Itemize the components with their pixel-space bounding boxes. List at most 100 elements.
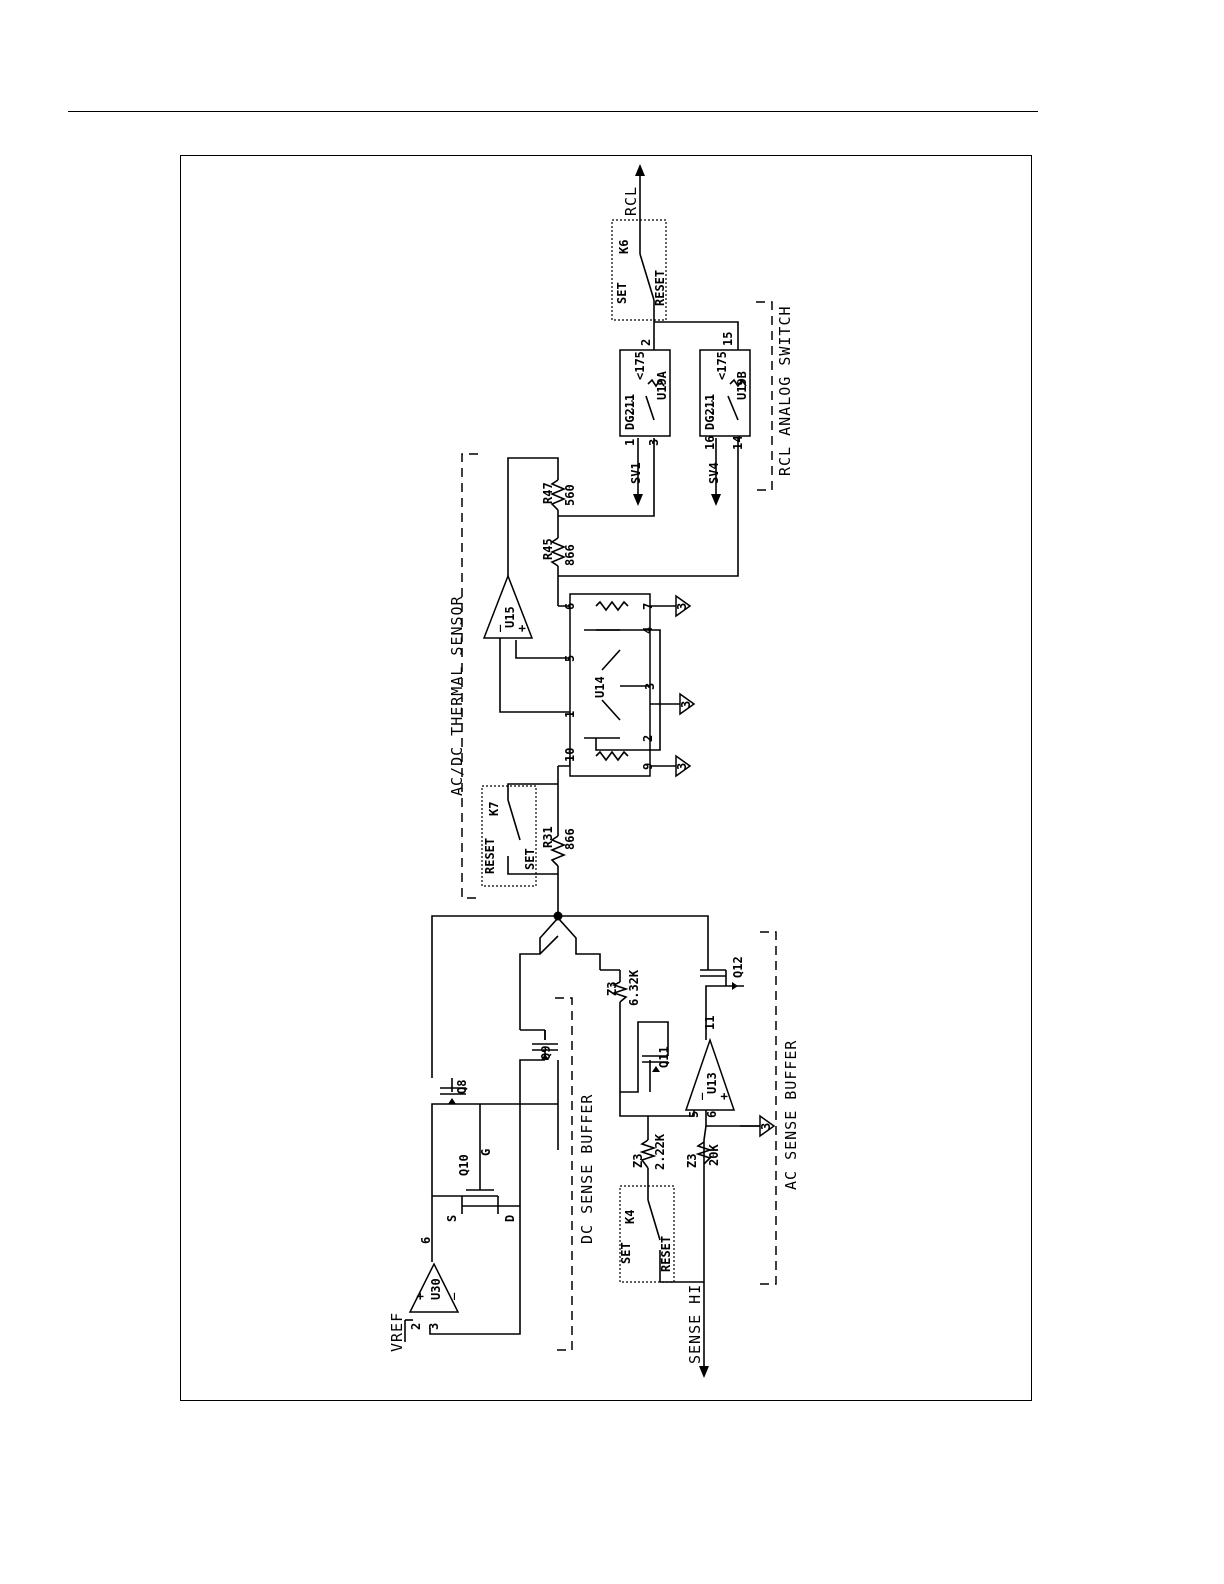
k4-reset: RESET	[659, 1236, 673, 1272]
u19a-analog-switch	[619, 349, 671, 437]
u15-op-amp	[482, 573, 534, 639]
z3-222k-ref: Z3	[631, 1154, 645, 1168]
q11-ref: Q11	[657, 1046, 671, 1068]
z3-20k-ref: Z3	[685, 1154, 699, 1168]
ground-label-pin9: 3	[675, 763, 689, 770]
k7-set: SET	[523, 848, 537, 870]
u19b-code: <175	[715, 351, 729, 380]
sense-hi-label: SENSE HI	[686, 1284, 704, 1364]
u19b-analog-switch	[699, 349, 751, 437]
u30-op-amp	[408, 1262, 460, 1313]
k7-reset: RESET	[483, 838, 497, 874]
sv1-label: SV1	[629, 462, 643, 484]
q10-g: G	[479, 1149, 493, 1156]
r31-resistor	[549, 835, 567, 867]
dc-sense-buffer-label: DC SENSE BUFFER	[578, 1094, 596, 1244]
r45-resistor	[549, 537, 567, 567]
k4-set: SET	[619, 1242, 633, 1264]
q11-transistor	[642, 1040, 669, 1072]
u13-minus: _	[689, 1092, 704, 1100]
u19b-part: DG211	[703, 394, 717, 430]
u15-minus: _	[487, 624, 502, 632]
r31-ref: R31	[541, 826, 555, 848]
u14-pin-5: 5	[563, 655, 577, 662]
u30-pin-2: 2	[409, 1323, 423, 1330]
u30-minus: _	[441, 1292, 456, 1300]
q10-s: S	[445, 1215, 459, 1222]
r47-value: 560	[563, 484, 577, 506]
sv4-label: SV4	[707, 462, 721, 484]
ground-label-u13: 3	[759, 1123, 773, 1130]
k7-relay	[481, 785, 537, 887]
u14-pin-10: 10	[563, 748, 577, 762]
rcl-arrow-icon	[635, 164, 645, 176]
sv4-arrow-icon	[711, 494, 721, 506]
z3-222k-value: 2.22K	[653, 1133, 667, 1170]
r45-ref: R45	[541, 538, 555, 560]
k4-ref: K4	[623, 1210, 637, 1224]
z3-20k-value: 20K	[707, 1144, 721, 1166]
u19a-ref: U19A	[655, 370, 669, 400]
u19b-ref: U19B	[735, 371, 749, 400]
u19a-part: DG211	[623, 394, 637, 430]
ground-symbols	[650, 594, 776, 1138]
k6-reset: RESET	[653, 270, 667, 306]
ground-label-pin3: 3	[679, 701, 693, 708]
u14-pin-7: 7	[641, 603, 655, 610]
u13-pin-5: 5	[687, 1111, 701, 1118]
u19a-pin-1: 1	[623, 439, 637, 446]
q9-transistor	[532, 1030, 559, 1150]
vref-label: VREF	[388, 1312, 406, 1352]
u15-ref: U15	[503, 606, 517, 628]
u19a-code: <175	[633, 351, 647, 380]
header-rule	[68, 111, 1038, 112]
u13-op-amp	[684, 1037, 736, 1111]
summing-junction	[553, 911, 563, 921]
u14-pin-1: 1	[563, 711, 577, 718]
u14-pin-4: 4	[641, 627, 655, 634]
rcl-analog-switch-label: RCL ANALOG SWITCH	[776, 305, 794, 476]
group-brackets	[461, 301, 777, 1351]
q9-ref: Q9	[539, 1046, 553, 1060]
u14-pin-6: 6	[563, 603, 577, 610]
u14-pin-9: 9	[641, 763, 655, 770]
u13-pin-11: 11	[703, 1016, 717, 1030]
q12-transistor	[700, 969, 744, 990]
z3-632k-resistor	[611, 981, 629, 1003]
k6-relay	[611, 219, 667, 321]
q10-transistor	[461, 1185, 499, 1214]
u14-pin-2: 2	[641, 735, 655, 742]
ground-label-pin7: 3	[675, 603, 689, 610]
q10-d: D	[503, 1215, 517, 1222]
u13-plus: +	[717, 1093, 731, 1100]
z3-222k-resistor	[639, 1139, 657, 1169]
ac-sense-buffer-label: AC SENSE BUFFER	[782, 1040, 800, 1190]
r31-value: 866	[563, 828, 577, 850]
u30-pin-3: 3	[427, 1323, 441, 1330]
u30-ref: U30	[429, 1278, 443, 1300]
thermal-sensor-label: AC/DC THERMAL SENSOR	[448, 595, 466, 796]
u14-ref: U14	[593, 676, 607, 698]
u19b-pin-15: 15	[721, 332, 735, 346]
k6-ref: K6	[617, 240, 631, 254]
u13-pin-6: 6	[705, 1111, 719, 1118]
z3-632k-value: 6.32K	[627, 969, 641, 1006]
q8-transistor	[440, 1087, 466, 1104]
u14-thermal-converter	[569, 593, 661, 777]
u19a-pin-3: 3	[647, 439, 661, 446]
u15-plus: +	[515, 625, 529, 632]
u19b-pin-16: 16	[703, 436, 717, 450]
r45-value: 866	[563, 544, 577, 566]
q8-ref: Q8	[455, 1080, 469, 1094]
q12-ref: Q12	[731, 956, 745, 978]
u30-plus: +	[413, 1293, 427, 1300]
k6-set: SET	[615, 282, 629, 304]
r47-resistor	[549, 479, 567, 511]
diagram-labels: VREF SENSE HI RCL DC SENSE BUFFER AC SEN…	[388, 186, 800, 1364]
z3-20k-resistor	[695, 1141, 713, 1165]
q10-ref: Q10	[457, 1154, 471, 1176]
u19a-pin-2: 2	[639, 339, 653, 346]
r47-ref: R47	[541, 482, 555, 504]
u14-pin-3: 3	[643, 683, 657, 690]
